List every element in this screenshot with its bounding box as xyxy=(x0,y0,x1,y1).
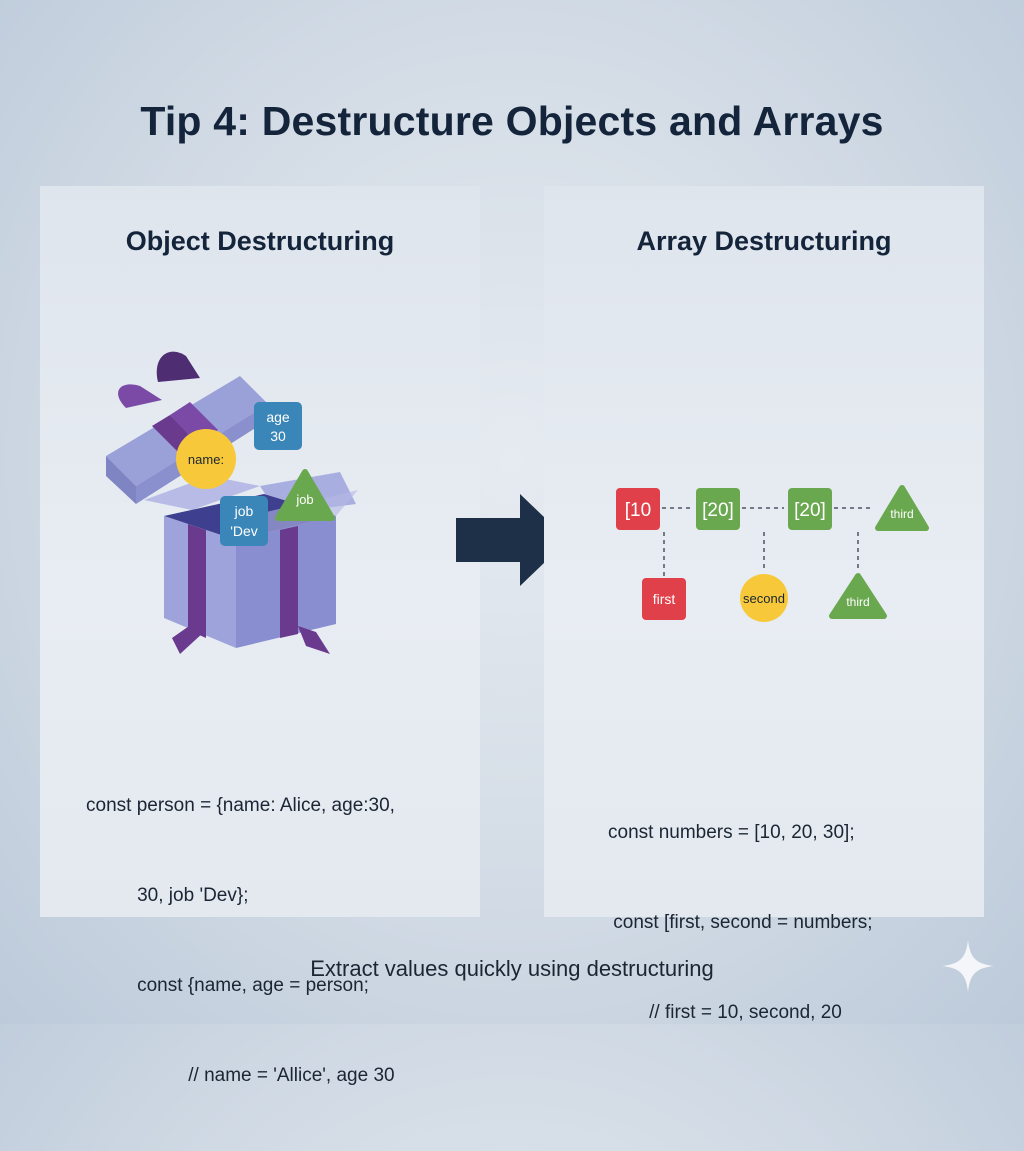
variable-second: second xyxy=(743,591,785,606)
name-tag: name: xyxy=(188,452,224,467)
array-item: [20] xyxy=(702,500,734,521)
page-title: Tip 4: Destructure Objects and Arrays xyxy=(140,98,884,144)
job-tag-value: 'Dev xyxy=(230,523,258,539)
sparkle-icon xyxy=(942,940,994,992)
array-item: third xyxy=(890,507,913,521)
array-code-block: const numbers = [10, 20, 30]; const [fir… xyxy=(608,758,873,1088)
code-line: 30, job 'Dev}; xyxy=(116,885,249,906)
array-item: [10 xyxy=(625,500,651,521)
object-destructuring-panel: Object Destructuring name: age 3 xyxy=(40,186,480,1086)
code-line: const person = {name: Alice, age:30, xyxy=(86,795,395,816)
array-destructuring-heading: Array Destructuring xyxy=(636,226,892,256)
arrow-right-icon xyxy=(456,494,568,586)
array-diagram: [10 [20] [20] third first second third xyxy=(616,485,929,622)
array-destructuring-panel: Array Destructuring [10 [20] [20] third … xyxy=(544,186,984,1023)
code-line: const {name, age = person; xyxy=(116,975,369,996)
code-line: const [first, second = numbers; xyxy=(608,912,873,933)
code-line: // name = 'Allice', age 30 xyxy=(146,1065,395,1086)
variable-first: first xyxy=(653,591,676,607)
age-tag-value: 30 xyxy=(270,428,286,444)
code-line: const numbers = [10, 20, 30]; xyxy=(608,822,855,843)
gift-box-icon: name: age 30 job 'Dev job xyxy=(106,351,358,654)
array-item: [20] xyxy=(794,500,826,521)
job-tag-key: job xyxy=(234,503,254,519)
code-line: // first = 10, second, 20 xyxy=(628,1002,842,1023)
job-triangle-tag: job xyxy=(295,492,313,507)
object-destructuring-heading: Object Destructuring xyxy=(125,226,395,256)
object-code-block: const person = {name: Alice, age:30, 30,… xyxy=(86,731,395,1151)
variable-third: third xyxy=(846,595,869,609)
footer-caption: Extract values quickly using destructuri… xyxy=(310,956,714,981)
age-tag-key: age xyxy=(266,409,290,425)
